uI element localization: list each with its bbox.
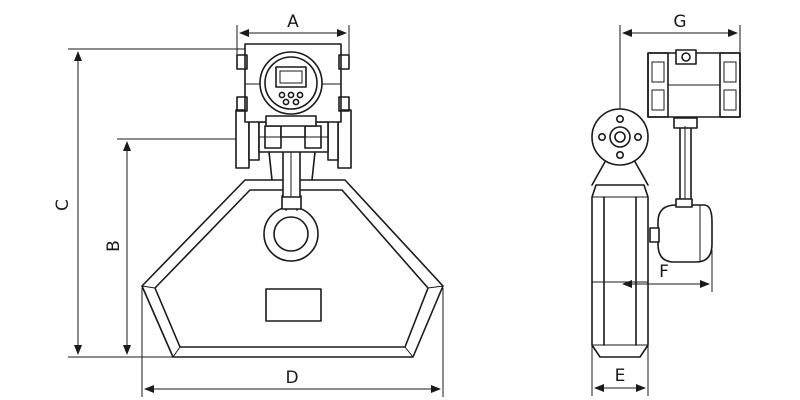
dimension-d: D <box>141 288 444 397</box>
dimension-label-e: E <box>615 366 626 386</box>
process-connection <box>235 109 352 181</box>
key-button <box>287 91 295 99</box>
display-window <box>275 66 307 88</box>
transmitter-head <box>236 43 350 127</box>
measuring-tube <box>263 195 319 262</box>
side-transmitter-housing <box>647 49 741 118</box>
key-button <box>278 91 286 99</box>
dimension-label-b: B <box>104 240 124 252</box>
dimension-label-d: D <box>285 368 298 388</box>
key-button <box>282 98 290 106</box>
dimension-a: A <box>236 12 350 55</box>
front-view: A C B D <box>53 12 444 397</box>
side-flange <box>591 108 649 166</box>
side-view: G F E <box>591 12 741 396</box>
dimension-f: F <box>622 250 713 292</box>
dimension-e: E <box>591 345 649 396</box>
dimension-label-c: C <box>53 199 73 211</box>
key-button <box>292 98 300 106</box>
dimension-label-a: A <box>287 12 299 32</box>
side-junction-box <box>649 198 713 263</box>
dimension-label-f: F <box>659 262 669 282</box>
sensor-housing <box>141 179 444 358</box>
dimension-g: G <box>619 12 741 109</box>
key-button <box>296 91 304 99</box>
dimension-c: C <box>53 48 245 358</box>
dimension-label-g: G <box>673 12 686 32</box>
side-neck <box>673 117 698 211</box>
side-sensor-body <box>591 159 649 358</box>
nameplate <box>265 288 322 322</box>
dimension-b: B <box>104 138 236 355</box>
